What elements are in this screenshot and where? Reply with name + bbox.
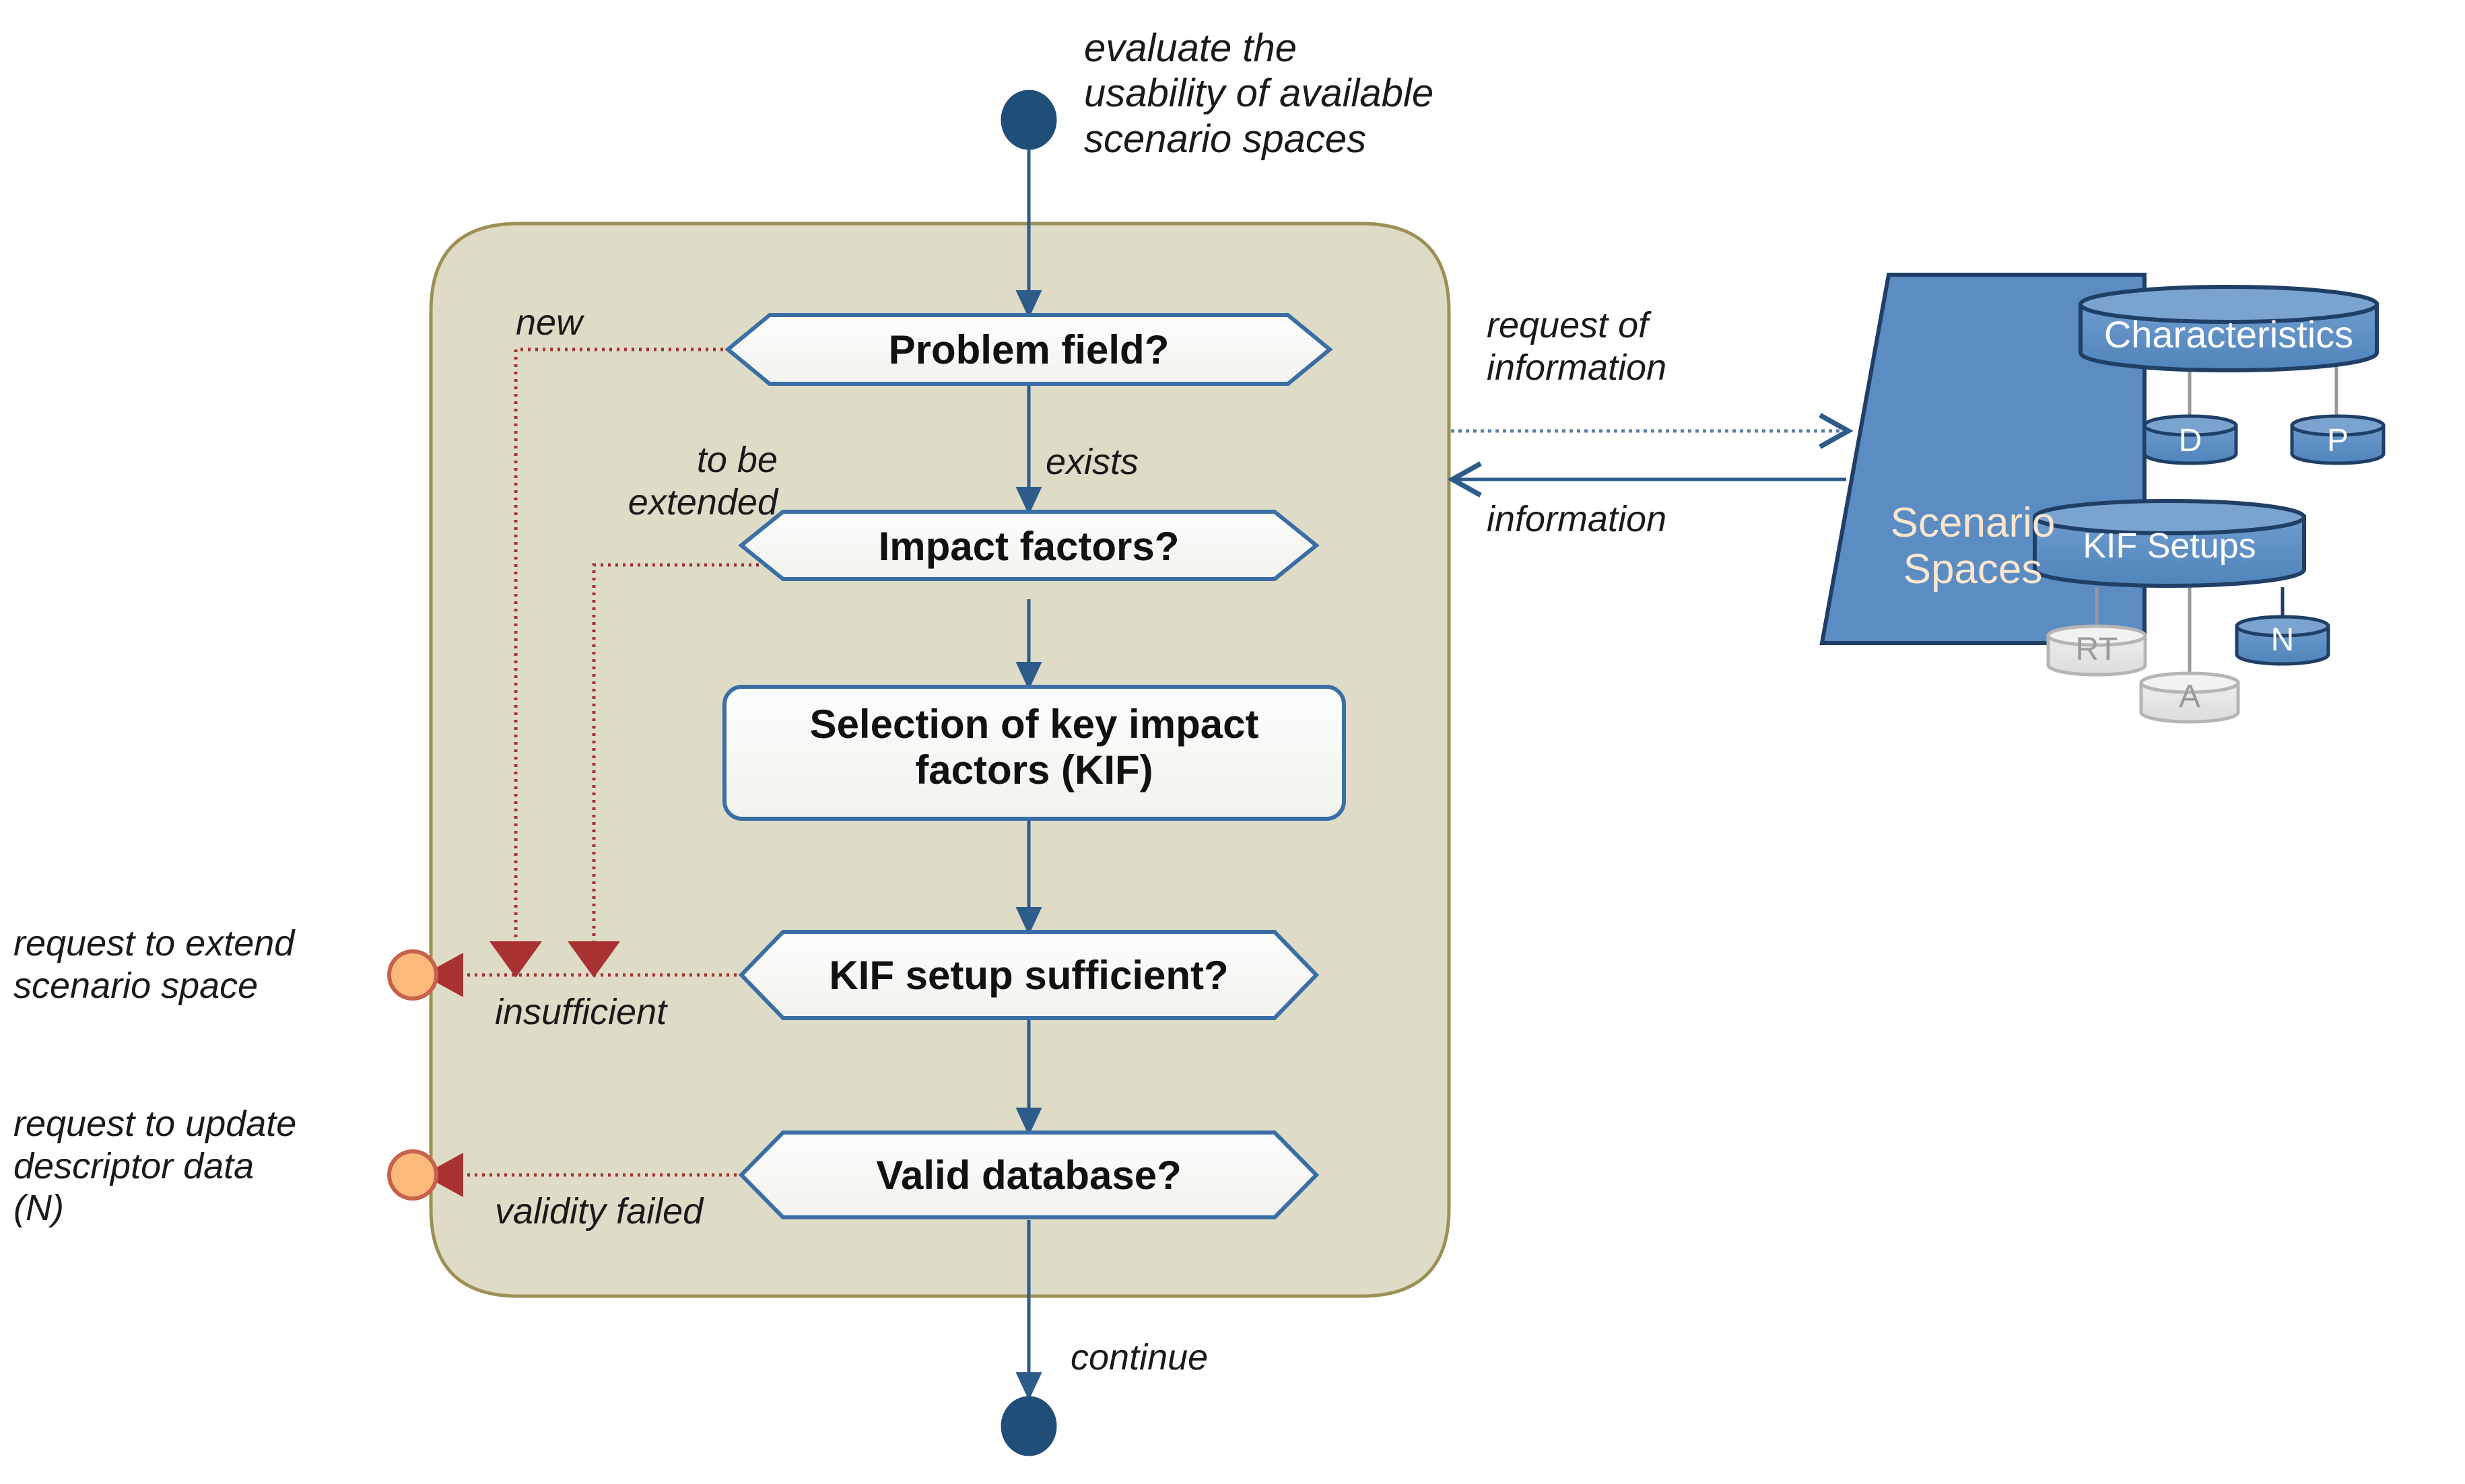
- object-flow-edges: [1447, 413, 1854, 498]
- datastore-kif-n-label: N: [2270, 622, 2295, 658]
- edge-label-continue: continue: [1071, 1337, 1209, 1378]
- node-impact-factors-label: Impact factors?: [878, 524, 1180, 569]
- datastore-kif-rt: [2046, 624, 2147, 677]
- pin-extend-scenario-space-label: request to extend scenario space: [13, 923, 295, 1006]
- node-impact-factors-shape: [738, 510, 1320, 581]
- node-valid-database-shape: [738, 1131, 1320, 1219]
- pin-extend-scenario-space[interactable]: [387, 949, 438, 1001]
- arrowhead-new-down: [489, 941, 542, 978]
- datastore-char-p-label: P: [2326, 423, 2349, 459]
- edge-label-insufficient: insufficient: [495, 992, 667, 1032]
- edge-label-validity-failed: validity failed: [495, 1191, 704, 1232]
- datastore-kif-a: [2139, 671, 2240, 724]
- pin-update-descriptor-data[interactable]: [387, 1149, 438, 1201]
- datastore-char-p: [2290, 414, 2386, 465]
- node-selection-kif-label: Selection of key impact factors (KIF): [809, 702, 1259, 793]
- datastore-kif-n: [2235, 615, 2330, 666]
- decision-nodes: [724, 313, 1333, 1219]
- arrowhead-validity-failed-left: [423, 1153, 463, 1197]
- edge-label-exists: exists: [1046, 442, 1139, 482]
- datastore-char-d: [2142, 414, 2238, 465]
- edge-label-new: new: [516, 302, 583, 343]
- datastore-kif-setups: [2033, 499, 2306, 588]
- flow-new: [514, 347, 768, 946]
- initial-node: [1001, 90, 1057, 150]
- final-node: [1001, 1396, 1057, 1456]
- node-valid-database-label: Valid database?: [876, 1153, 1182, 1198]
- edge-label-to-be-extended: to be extended: [628, 440, 778, 522]
- edge-label-request-of-information: request of information: [1487, 305, 1667, 388]
- exception-flow-edges: [460, 347, 781, 1177]
- arrowhead-insufficient-left: [423, 953, 463, 997]
- datastore-kif-rt-label: RT: [2075, 632, 2118, 667]
- datastore-kif-a-label: A: [2178, 679, 2200, 714]
- node-selection-kif-shape: [722, 685, 1346, 821]
- node-kif-setup-shape: [738, 930, 1320, 1020]
- node-kif-setup-label: KIF setup sufficient?: [829, 953, 1229, 998]
- pin-update-descriptor-data-label: request to update descriptor data (N): [13, 1104, 297, 1229]
- edge-label-information: information: [1487, 499, 1667, 539]
- exception-flow-arrowheads: [423, 941, 620, 1197]
- datastore-characteristics-label: Characteristics: [2103, 313, 2354, 356]
- flow-to-be-extended: [592, 563, 781, 946]
- datastore-characteristics: [2079, 285, 2379, 372]
- initial-node-label: evaluate the usability of available scen…: [1084, 26, 1434, 161]
- node-problem-field-label: Problem field?: [888, 327, 1170, 372]
- datastore-kif-setups-label: KIF Setups: [2083, 527, 2256, 566]
- datastore-char-d-label: D: [2178, 423, 2202, 459]
- arrowhead-to-be-extended-down: [568, 941, 620, 978]
- node-problem-field-shape: [724, 313, 1333, 386]
- scenario-spaces-label: Scenario Spaces: [1890, 500, 2056, 593]
